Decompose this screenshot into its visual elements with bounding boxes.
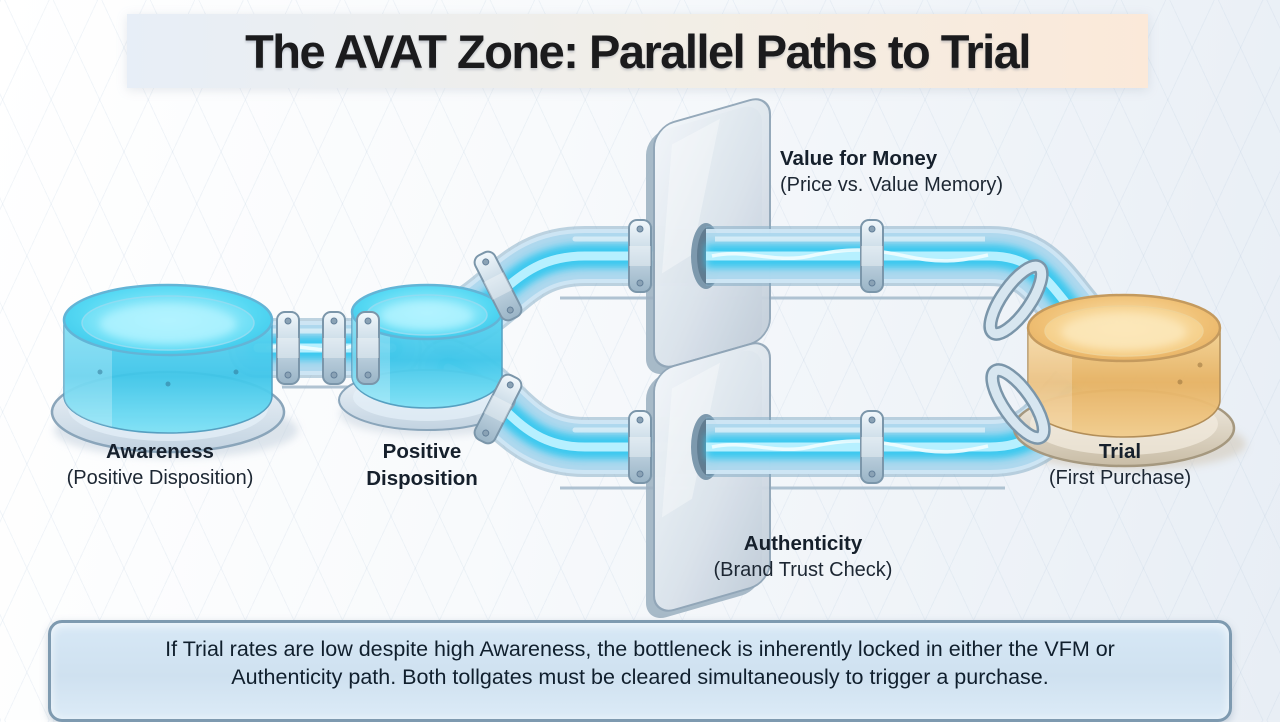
vfm-gate-name: Value for Money	[780, 147, 938, 170]
positive-disposition-label: Positive Disposition	[366, 438, 478, 492]
positive-disposition-name-line1: Positive	[382, 440, 462, 463]
positive-disposition-name-line2: Disposition	[366, 467, 478, 490]
authenticity-gate-sublabel: (Brand Trust Check)	[713, 559, 893, 581]
trial-name: Trial	[1098, 440, 1142, 463]
page-title: The AVAT Zone: Parallel Paths to Trial	[245, 24, 1031, 78]
trial-sublabel: (First Purchase)	[1048, 467, 1192, 489]
authenticity-gate-label: Authenticity (Brand Trust Check)	[714, 530, 893, 584]
awareness-tank	[50, 283, 286, 454]
vfm-gate-label: Value for Money (Price vs. Value Memory)	[780, 145, 1003, 199]
vfm-gate-sublabel: (Price vs. Value Memory)	[780, 174, 1004, 196]
caption-box: If Trial rates are low despite high Awar…	[48, 620, 1232, 722]
awareness-name: Awareness	[106, 440, 214, 463]
caption-text: If Trial rates are low despite high Awar…	[165, 637, 1115, 689]
trial-tank	[1012, 293, 1236, 468]
trial-label: Trial (First Purchase)	[1049, 438, 1191, 492]
awareness-sublabel: (Positive Disposition)	[66, 467, 254, 489]
authenticity-gate-name: Authenticity	[743, 532, 863, 555]
title-banner: The AVAT Zone: Parallel Paths to Trial	[127, 14, 1148, 88]
awareness-label: Awareness (Positive Disposition)	[67, 438, 254, 492]
